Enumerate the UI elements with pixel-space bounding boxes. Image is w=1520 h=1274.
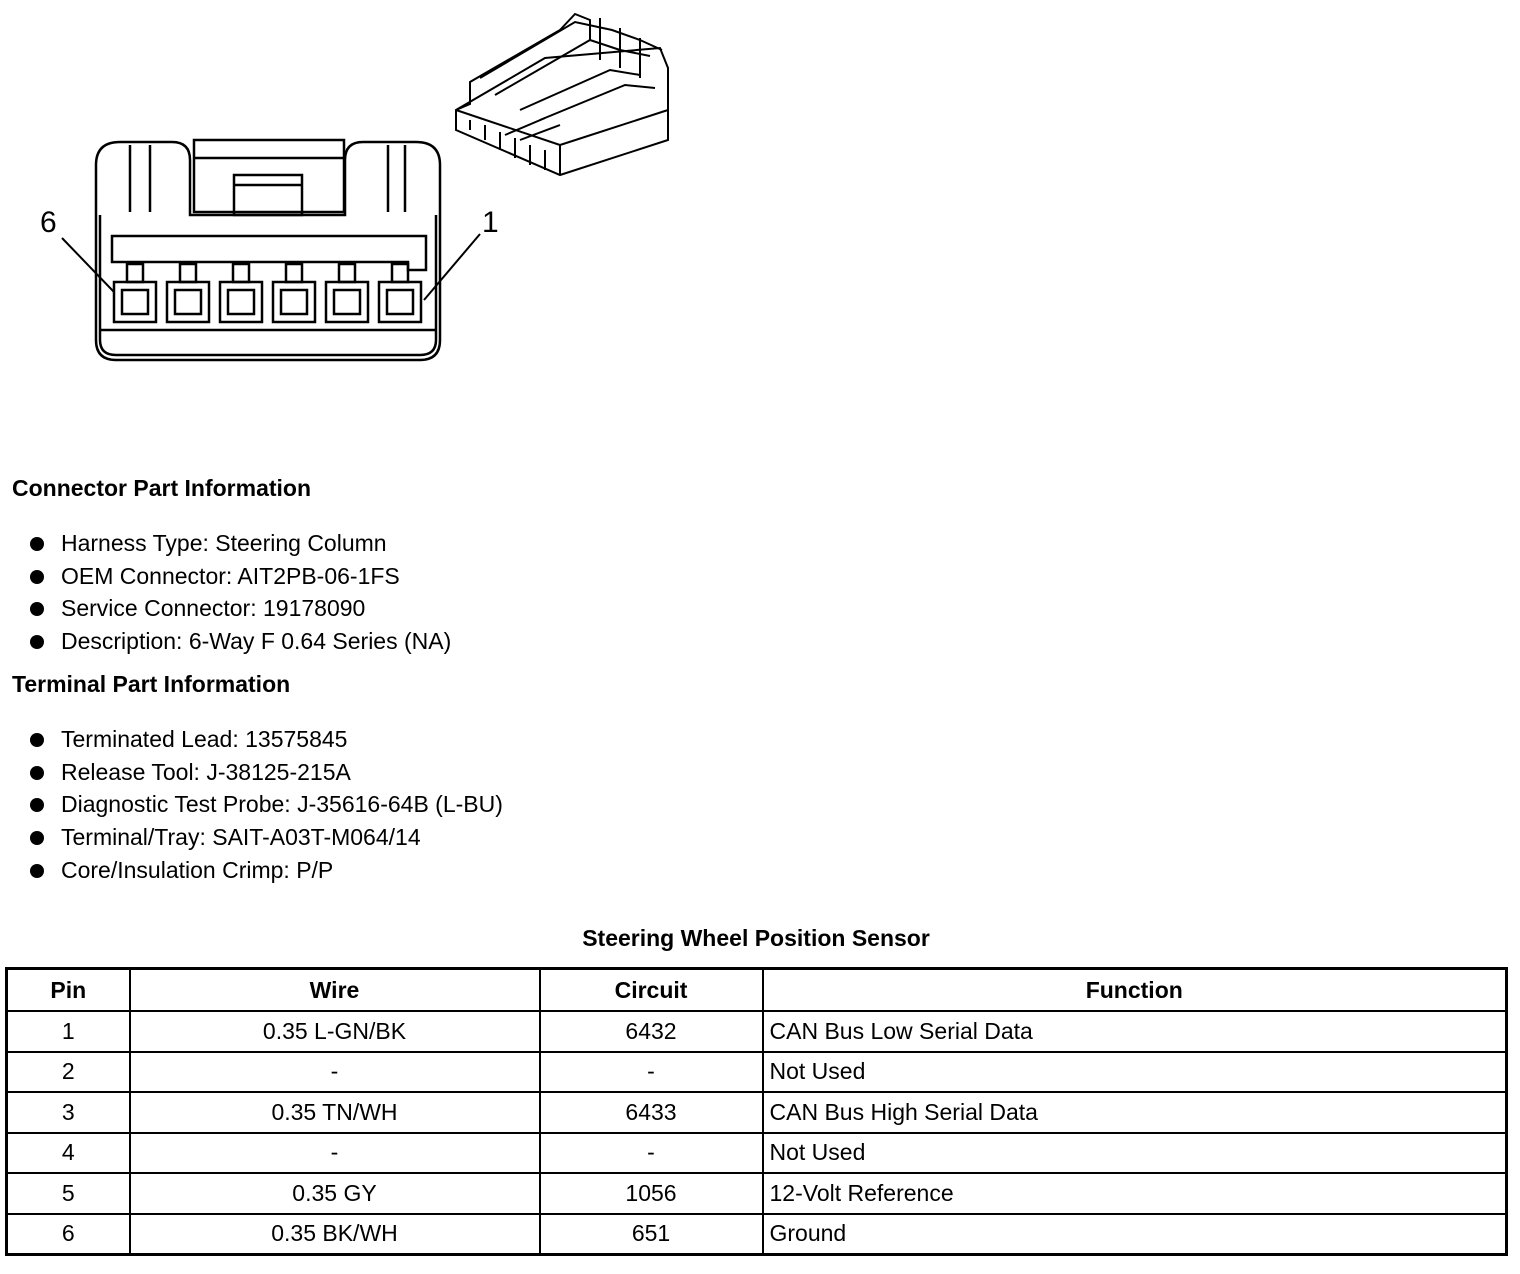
pin-cell: 4 — [5, 1131, 131, 1174]
list-item: Description: 6-Way F 0.64 Series (NA) — [30, 625, 451, 658]
wire-cell: 0.35 L-GN/BK — [128, 1010, 541, 1053]
circuit-cell: - — [538, 1050, 764, 1093]
table-row: 3 0.35 TN/WH 6433 CAN Bus High Serial Da… — [5, 1091, 1508, 1134]
column-header-function: Function — [761, 967, 1508, 1012]
connector-part-info-list: Harness Type: Steering Column OEM Connec… — [30, 527, 451, 658]
table-row: 6 0.35 BK/WH 651 Ground — [5, 1212, 1508, 1256]
connector-face-drawing — [61, 12, 669, 362]
circuit-cell: 6432 — [538, 1010, 764, 1053]
function-cell: 12-Volt Reference — [761, 1172, 1508, 1215]
pin-cell: 2 — [5, 1050, 131, 1093]
terminal-part-info-list: Terminated Lead: 13575845 Release Tool: … — [30, 723, 503, 886]
list-item: Harness Type: Steering Column — [30, 527, 451, 560]
list-item: Terminal/Tray: SAIT-A03T-M064/14 — [30, 821, 503, 854]
terminal-part-info-heading: Terminal Part Information — [12, 671, 291, 697]
pin-cell: 5 — [5, 1172, 131, 1215]
pin-cell: 6 — [5, 1212, 131, 1256]
list-item: Release Tool: J-38125-215A — [30, 756, 503, 789]
wire-cell: 0.35 BK/WH — [128, 1212, 541, 1256]
circuit-cell: 1056 — [538, 1172, 764, 1215]
circuit-cell: 6433 — [538, 1091, 764, 1134]
pin-cell: 1 — [5, 1010, 131, 1053]
pin-cavities — [112, 262, 423, 324]
pin-cell: 3 — [5, 1091, 131, 1134]
pin-1-label: 1 — [482, 206, 499, 239]
connector-diagram: 6 1 — [0, 0, 700, 420]
list-item: Diagnostic Test Probe: J-35616-64B (L-BU… — [30, 788, 503, 821]
pin-6-label: 6 — [40, 206, 57, 239]
table-row: 4 - - Not Used — [5, 1131, 1508, 1174]
column-header-wire: Wire — [128, 967, 541, 1012]
table-row: 5 0.35 GY 1056 12-Volt Reference — [5, 1172, 1508, 1215]
wire-cell: - — [128, 1050, 541, 1093]
table-row: 1 0.35 L-GN/BK 6432 CAN Bus Low Serial D… — [5, 1010, 1508, 1053]
function-cell: CAN Bus Low Serial Data — [761, 1010, 1508, 1053]
function-cell: CAN Bus High Serial Data — [761, 1091, 1508, 1134]
connector-isometric-drawing — [455, 12, 669, 177]
list-item: Core/Insulation Crimp: P/P — [30, 854, 503, 887]
function-cell: Not Used — [761, 1050, 1508, 1093]
pin-table: Pin Wire Circuit Function 1 0.35 L-GN/BK… — [5, 967, 1508, 1256]
column-header-pin: Pin — [5, 967, 131, 1012]
table-header-row: Pin Wire Circuit Function — [5, 967, 1508, 1012]
function-cell: Ground — [761, 1212, 1508, 1256]
wire-cell: - — [128, 1131, 541, 1174]
wire-cell: 0.35 GY — [128, 1172, 541, 1215]
list-item: Service Connector: 19178090 — [30, 592, 451, 625]
list-item: Terminated Lead: 13575845 — [30, 723, 503, 756]
connector-part-info-heading: Connector Part Information — [12, 475, 312, 501]
circuit-cell: 651 — [538, 1212, 764, 1256]
circuit-cell: - — [538, 1131, 764, 1174]
table-row: 2 - - Not Used — [5, 1050, 1508, 1093]
column-header-circuit: Circuit — [538, 967, 764, 1012]
function-cell: Not Used — [761, 1131, 1508, 1174]
pin-table-title: Steering Wheel Position Sensor — [582, 925, 930, 951]
list-item: OEM Connector: AIT2PB-06-1FS — [30, 560, 451, 593]
wire-cell: 0.35 TN/WH — [128, 1091, 541, 1134]
